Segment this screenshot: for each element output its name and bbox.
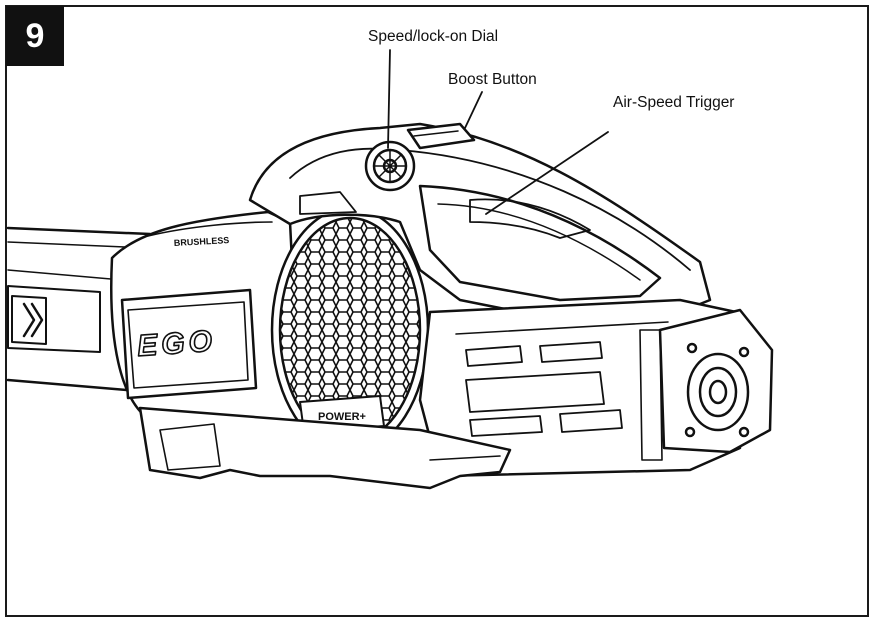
ego-logo: EGO [136, 325, 217, 363]
callout-leader-lines [387, 49, 609, 215]
air-speed-trigger [469, 198, 591, 239]
speed-dial-label: Speed/lock-on Dial [368, 28, 499, 45]
motor-housing: BRUSHLESS EGO [110, 210, 302, 434]
air-intake-grill [270, 206, 430, 454]
brushless-label: BRUSHLESS [174, 235, 230, 248]
speed-dial [364, 140, 416, 192]
step-number-badge: 9 [6, 6, 64, 66]
speed-dial-leader-line [387, 49, 391, 149]
boost-button-label: Boost Button [448, 71, 537, 88]
chevron-arrow-icon [22, 302, 44, 338]
air-speed-trigger-label: Air-Speed Trigger [613, 94, 735, 111]
boost-button-leader-line [464, 91, 483, 129]
power-badge-text: POWER+ [318, 411, 366, 423]
figure-frame [5, 5, 869, 617]
boost-button [406, 122, 476, 150]
blower-base [138, 406, 512, 490]
battery-end-cap [658, 308, 774, 454]
trigger-leader-line [485, 131, 609, 215]
